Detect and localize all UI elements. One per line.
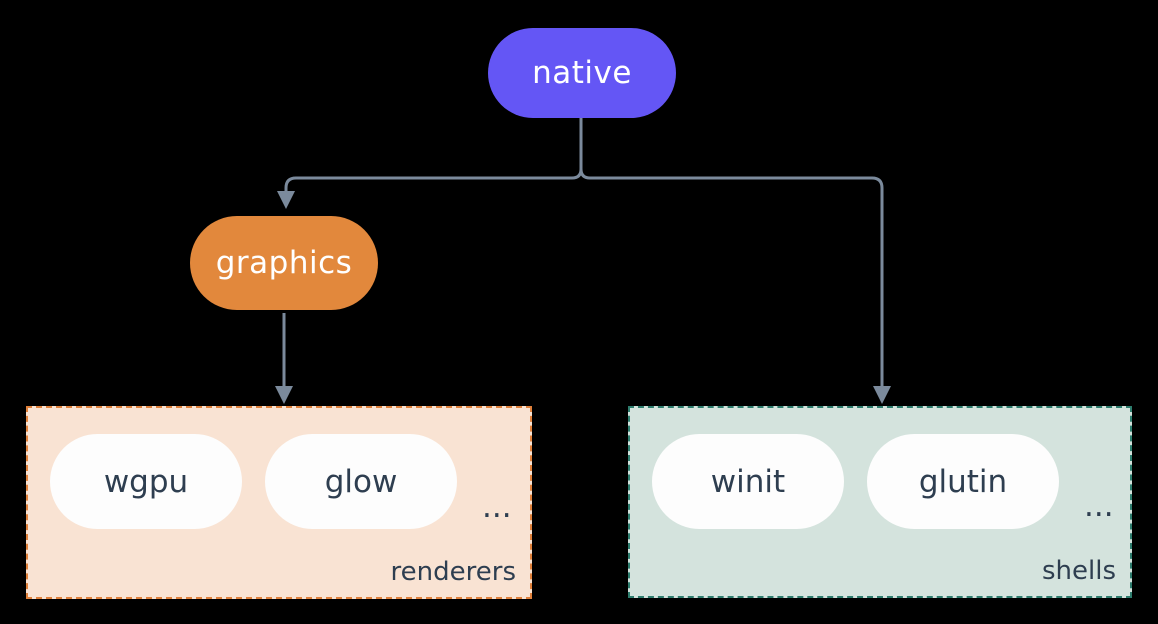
group-shells: winit glutin ... shells (628, 406, 1132, 598)
node-graphics: graphics (190, 216, 378, 310)
edge-native-to-shells (579, 118, 884, 387)
node-wgpu: wgpu (50, 434, 242, 529)
group-shells-label: shells (1041, 556, 1116, 586)
node-native-label: native (532, 55, 632, 91)
node-native: native (488, 28, 676, 118)
node-glutin-label: glutin (918, 463, 1008, 500)
node-winit: winit (652, 434, 844, 529)
node-glow-label: glow (324, 463, 398, 500)
arrowhead-renderers (275, 386, 293, 404)
node-wgpu-label: wgpu (103, 463, 189, 500)
group-renderers: wgpu glow ... renderers (26, 406, 532, 599)
renderers-ellipsis: ... (482, 488, 512, 525)
node-glow: glow (265, 434, 457, 529)
edge-native-to-graphics (284, 118, 583, 192)
node-winit-label: winit (710, 463, 786, 500)
arrowhead-graphics (277, 191, 295, 209)
node-graphics-label: graphics (215, 245, 353, 281)
arrowhead-shells (873, 386, 891, 404)
node-glutin: glutin (867, 434, 1059, 529)
shells-ellipsis: ... (1084, 488, 1114, 524)
group-renderers-label: renderers (390, 557, 516, 587)
